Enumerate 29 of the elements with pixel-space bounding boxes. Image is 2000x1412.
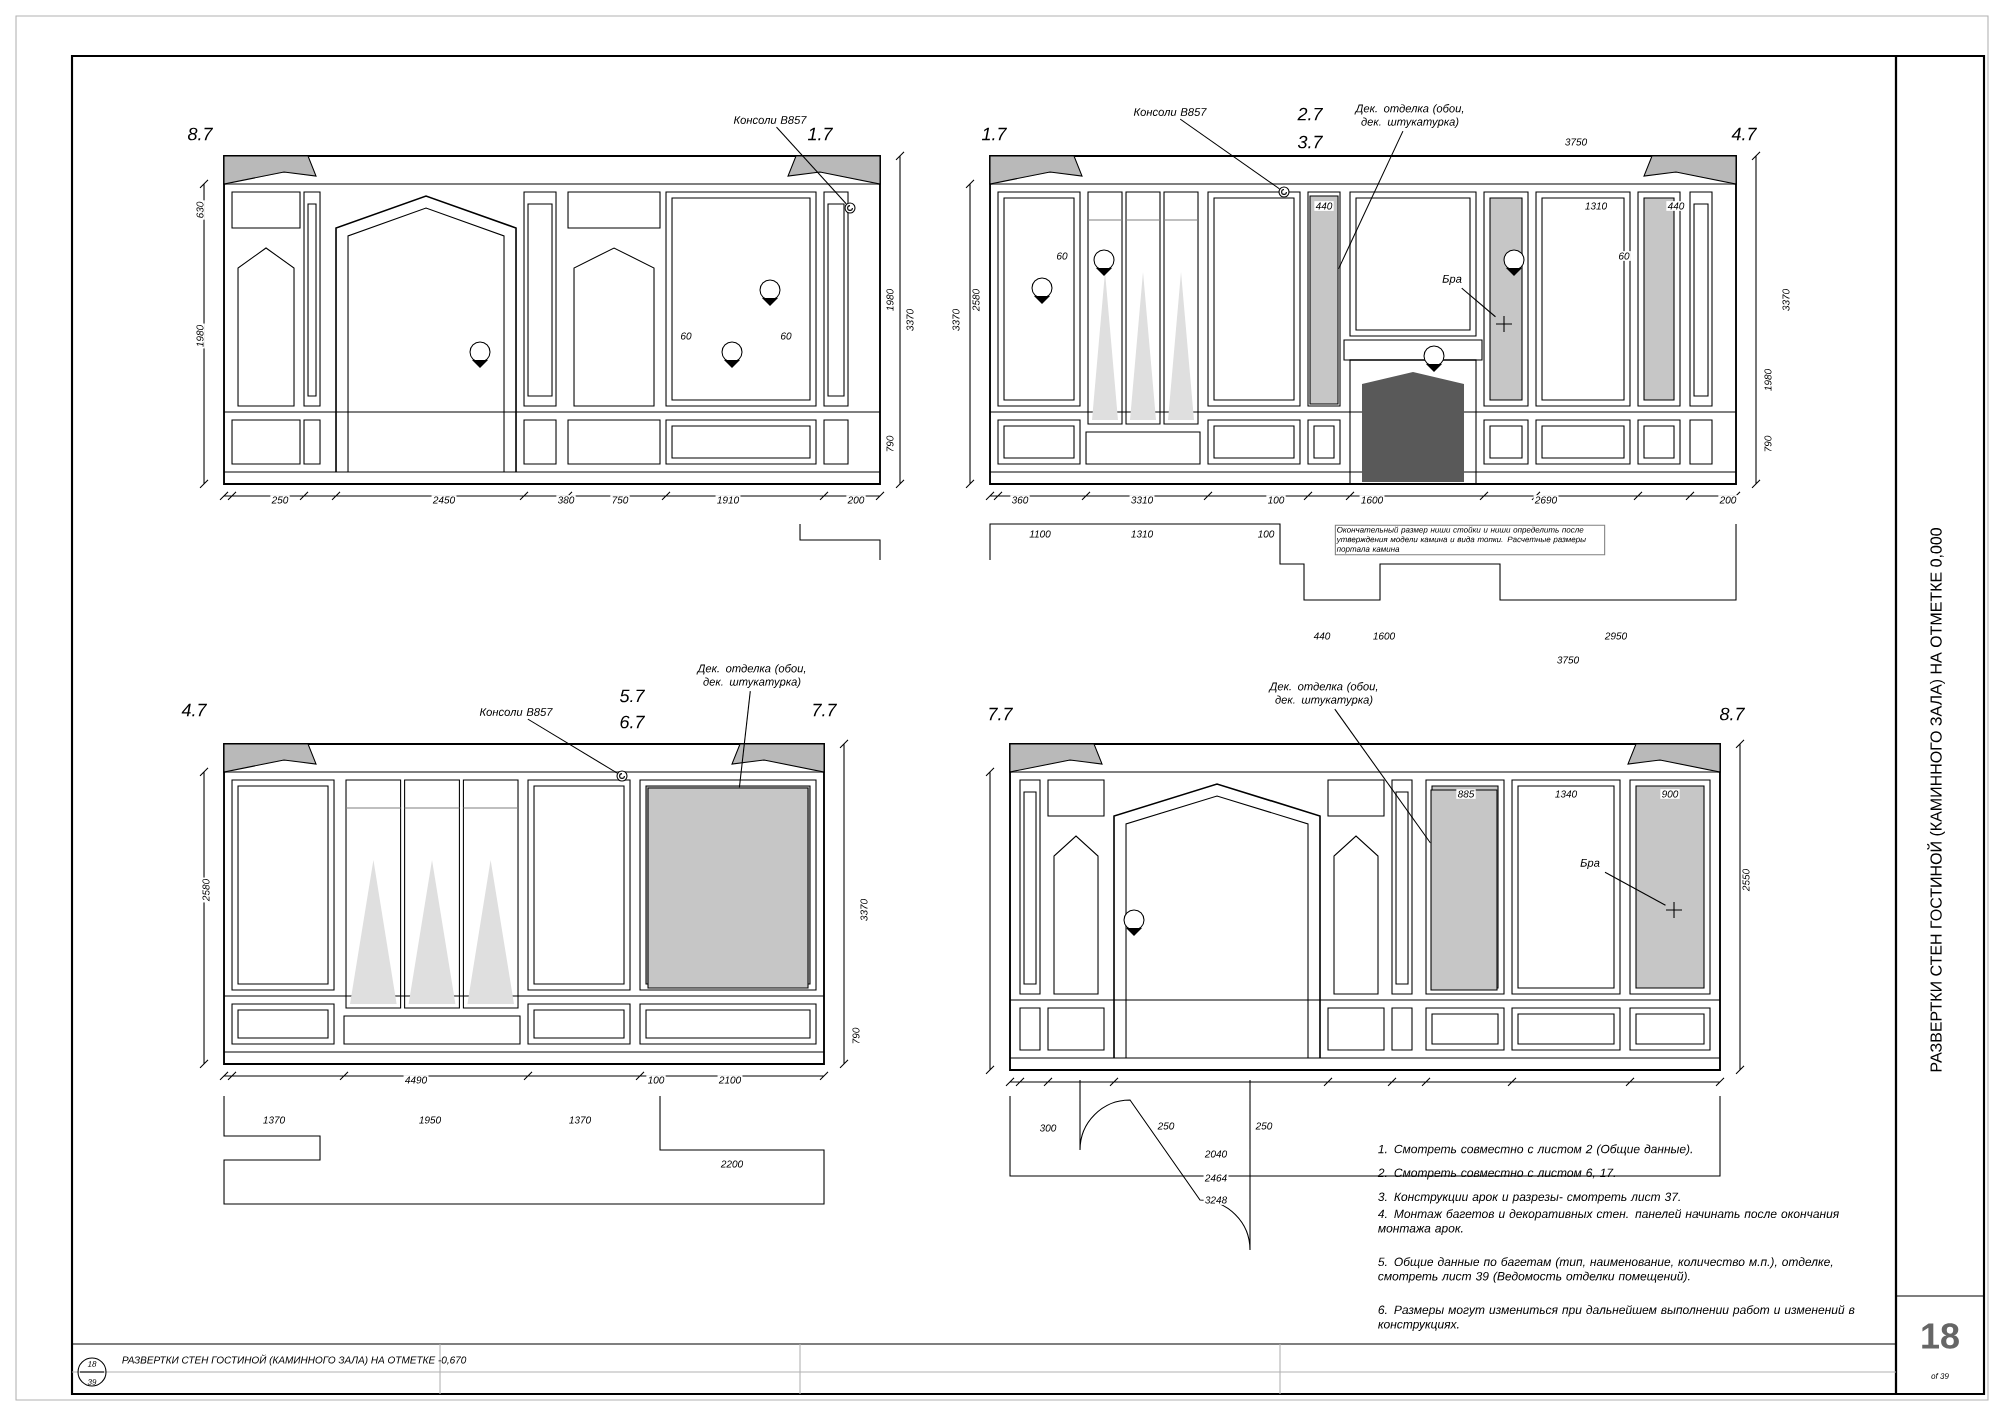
axis-label: 7.7 [989, 707, 1014, 721]
axis-label: 3.7 [1297, 135, 1324, 149]
leader-line [1338, 130, 1404, 270]
axis-label: 2.7 [1297, 107, 1324, 121]
wall-panel [647, 787, 809, 989]
axis-label: 1.7 [981, 127, 1008, 141]
leader-line [776, 126, 847, 205]
sconce-mark [1666, 902, 1682, 918]
leader-line [1334, 708, 1431, 844]
axis-label: 7.7 [813, 703, 838, 717]
axis-label: 6.7 [620, 715, 646, 729]
axis-label: 8.7 [1719, 707, 1746, 721]
console-drawing [1278, 186, 1290, 198]
wall-panel [1430, 789, 1498, 991]
leader-line [1179, 118, 1280, 190]
sconce-mark [1496, 316, 1512, 332]
vertical-title: РАЗВЕРТКИ СТЕН ГОСТИНОЙ (КАМИННОГО ЗАЛА) НА ОТМЕТКЕ 0,000 [1927, 528, 1945, 1072]
axis-label: 5.7 [619, 689, 646, 703]
console-drawing [844, 202, 856, 214]
sheet-number: 18 [1922, 1323, 1959, 1349]
axis-label: 4.7 [1731, 127, 1758, 141]
axis-label: 4.7 [181, 703, 208, 717]
wall-panel [1309, 195, 1339, 405]
leader-line [738, 690, 751, 788]
axis-label: 1.7 [807, 127, 834, 141]
axis-label: 8.7 [187, 127, 214, 141]
console-drawing [616, 770, 628, 782]
leader-line [1461, 287, 1496, 318]
leader-line [527, 718, 618, 774]
